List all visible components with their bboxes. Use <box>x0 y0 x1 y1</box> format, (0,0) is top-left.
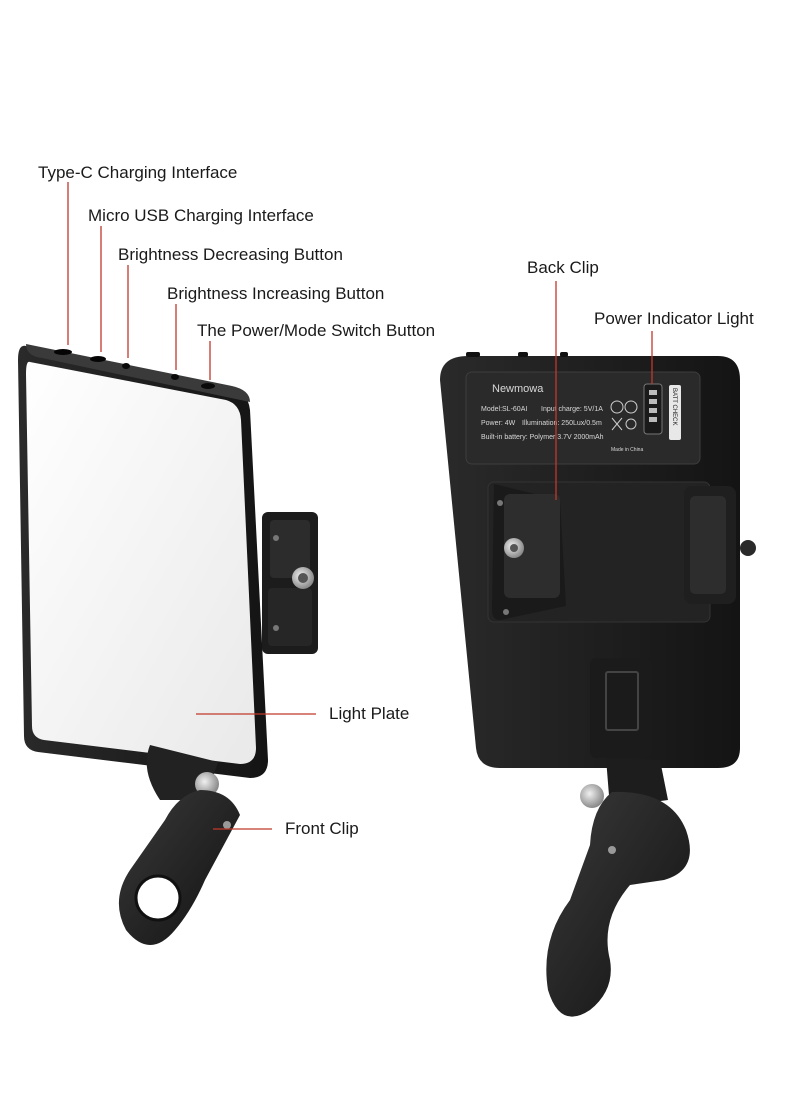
brightness-up-button-icon <box>171 374 179 380</box>
sticker-input: Input charge: 5V/1A <box>541 406 603 413</box>
sticker-power: Power: 4W <box>481 420 516 427</box>
callout-type-c: Type-C Charging Interface <box>38 163 238 182</box>
device-label-sticker: Newmowa Model:SL-60AI Input charge: 5V/1… <box>465 371 701 465</box>
certification-mark-icon <box>624 400 638 414</box>
ce-mark-icon <box>610 400 624 414</box>
recycle-mark-icon <box>625 418 637 430</box>
power-mode-button-icon <box>201 383 215 389</box>
back-bottom-clip <box>546 758 690 1017</box>
back-view-device: Newmowa Model:SL-60AI Input charge: 5V/1… <box>440 352 756 1017</box>
leader-lines <box>67 182 653 830</box>
callout-brightness-increase: Brightness Increasing Button <box>167 284 385 303</box>
back-clip <box>487 481 756 758</box>
sticker-brand: Newmowa <box>492 383 544 395</box>
brightness-down-button-icon <box>122 363 130 369</box>
sticker-made-in: Made in China <box>611 447 643 453</box>
weee-bin-icon <box>611 417 623 431</box>
front-view-device <box>18 344 318 945</box>
knob-screw-icon <box>195 772 219 796</box>
micro-usb-port-icon <box>90 356 106 362</box>
callout-light-plate: Light Plate <box>329 704 410 723</box>
callout-back-clip: Back Clip <box>527 258 599 277</box>
sticker-model: Model:SL-60AI <box>481 406 527 413</box>
sticker-battery: Built-in battery: Polymer 3.7V 2000mAh <box>481 434 604 441</box>
back-knob-screw-icon <box>580 784 604 808</box>
callout-micro-usb: Micro USB Charging Interface <box>88 206 314 225</box>
batt-check-button <box>669 385 681 440</box>
callout-brightness-decrease: Brightness Decreasing Button <box>118 245 343 264</box>
callout-power-indicator: Power Indicator Light <box>594 309 754 328</box>
sticker-batt-check: BATT CHECK <box>671 388 677 425</box>
callout-power-mode: The Power/Mode Switch Button <box>197 321 436 340</box>
sticker-illumination: Illumination: 250Lux/0.5m <box>522 420 602 427</box>
front-clip <box>118 745 240 945</box>
callout-front-clip: Front Clip <box>285 819 359 838</box>
side-mount-bracket <box>262 512 318 654</box>
light-plate <box>26 361 256 764</box>
type-c-port-icon <box>54 349 72 355</box>
